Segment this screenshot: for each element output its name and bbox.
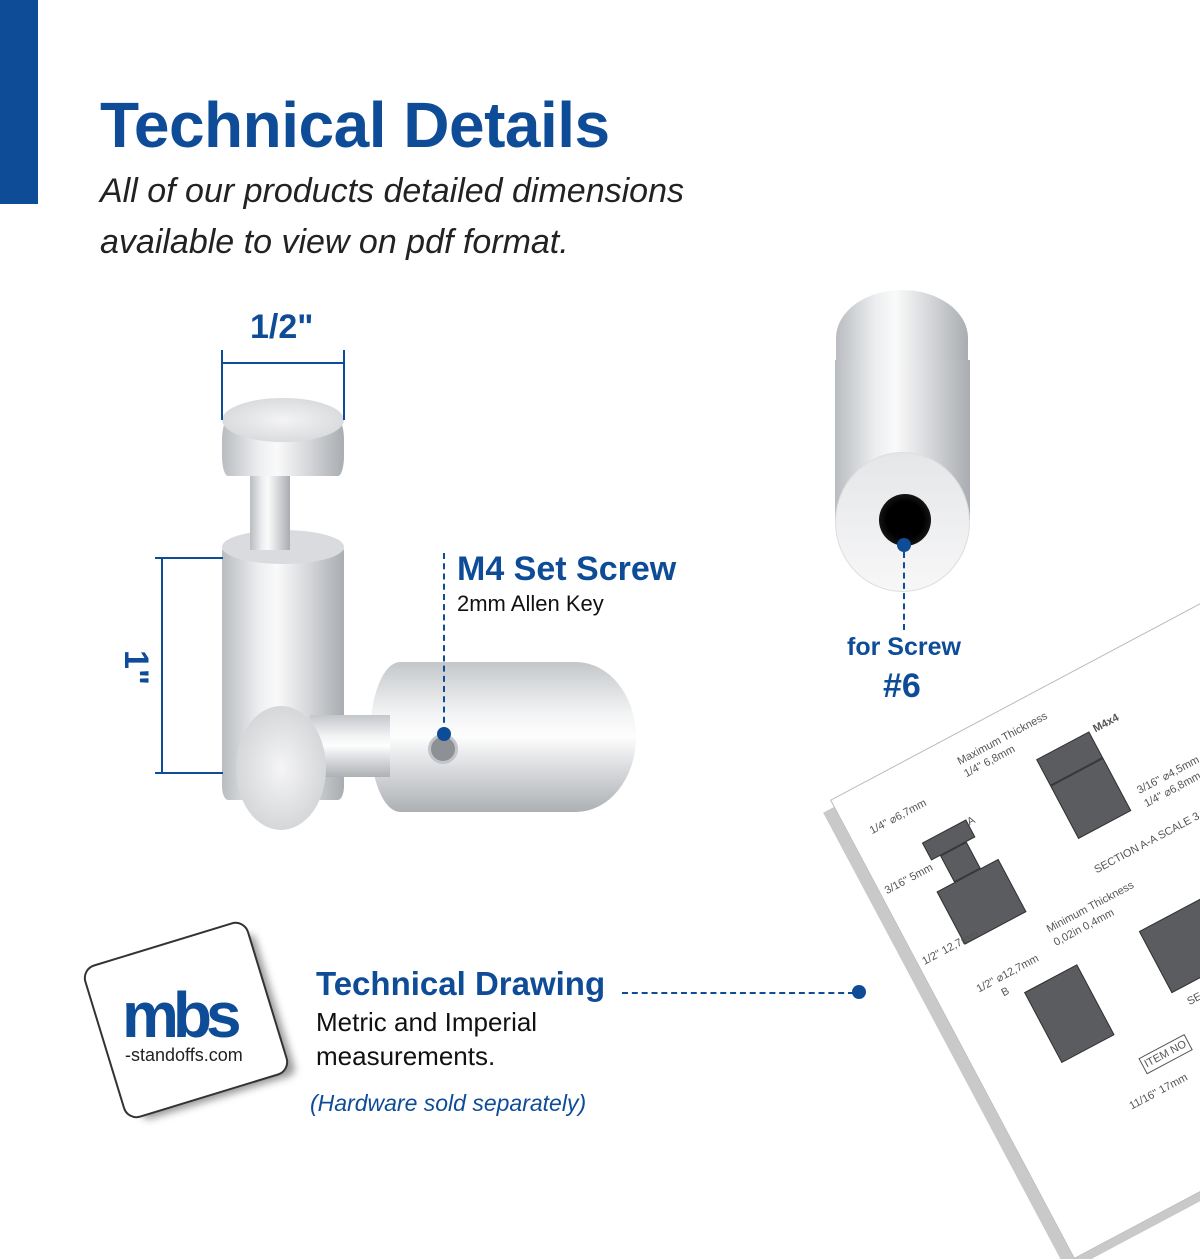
drawing-marker-dot [852, 985, 866, 999]
end-leader-line [903, 552, 905, 630]
drawing-label: ITEM NO [1138, 1034, 1193, 1075]
height-tick-top [155, 557, 223, 559]
end-marker-dot [897, 538, 911, 552]
subtitle-line-1: All of our products detailed dimensions [100, 172, 684, 210]
end-hole [879, 494, 931, 546]
screw-leader-line [443, 553, 445, 733]
width-tick-right [343, 350, 345, 420]
for-screw-label: for Screw [847, 633, 961, 661]
drawing-desc-2: measurements. [316, 1041, 496, 1071]
screw-number: #6 [883, 667, 921, 705]
drawing-title: Technical Drawing [316, 965, 606, 1002]
page-title: Technical Details [100, 89, 610, 161]
screw-subtitle: 2mm Allen Key [457, 591, 604, 616]
cap-top [222, 398, 344, 442]
page-subtitle: All of our products detailed dimensions a… [100, 166, 800, 268]
drawing-label: M4x4 [1091, 711, 1122, 736]
hardware-note: (Hardware sold separately) [310, 1090, 587, 1116]
drawing-desc-1: Metric and Imperial [316, 1007, 538, 1037]
logo-mark: mbs [122, 983, 242, 1047]
technical-drawing-sheet[interactable]: 1/4" ⌀6,7mm Maximum Thickness 1/4" 6,8mm… [830, 518, 1200, 1259]
screw-title: M4 Set Screw [457, 550, 677, 588]
subtitle-line-2: available to view on pdf format. [100, 223, 569, 261]
logo-site: -standoffs.com [125, 1045, 243, 1065]
drawing-description: Metric and Imperial measurements. [316, 1005, 537, 1073]
lying-cap [236, 706, 326, 830]
drawing-label: 1/2" 12,7mm [920, 927, 981, 968]
height-dimension-line [161, 558, 163, 773]
drawing-label: 11/16" 17mm [1127, 1071, 1190, 1113]
logo-brand: mbs [122, 979, 242, 1051]
accent-bar [0, 0, 38, 204]
drawing-label: 3/16" 5mm [882, 861, 935, 897]
width-tick-left [221, 350, 223, 420]
screw-marker-dot [437, 727, 451, 741]
height-dimension-label: 1" [117, 649, 156, 686]
drawing-leader-line [622, 992, 854, 994]
width-dimension-line [222, 362, 344, 364]
width-dimension-label: 1/2" [250, 308, 314, 346]
drawing-label: 1/4" ⌀6,7mm [867, 797, 929, 837]
drawing-label: B [999, 985, 1012, 1000]
height-tick-bottom [155, 772, 223, 774]
lying-barrel [370, 662, 636, 812]
